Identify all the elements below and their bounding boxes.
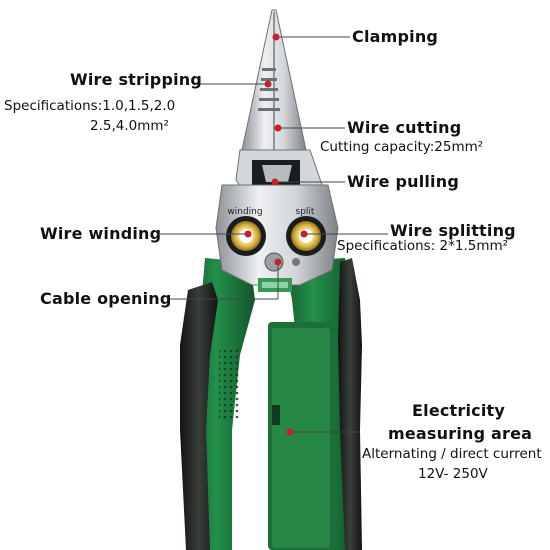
- label-cable-opening: Cable opening: [40, 289, 172, 308]
- marker-cable-opening: [274, 258, 282, 266]
- stripping-notches: [258, 68, 280, 111]
- spec-electricity-2: 12V- 250V: [418, 466, 488, 482]
- label-wire-stripping: Wire stripping: [70, 70, 203, 89]
- marker-stripping: [264, 80, 272, 88]
- marker-electricity: [286, 428, 294, 436]
- marker-pulling: [271, 178, 279, 186]
- callout-lines: [160, 36, 388, 433]
- voltage-tester-body: [268, 322, 334, 550]
- spec-wire-cutting: Cutting capacity:25mm²: [320, 139, 484, 155]
- spec-wire-stripping-1: Specifications:1.0,1.5,2.0: [4, 98, 176, 114]
- spec-electricity-1: Alternating / direct current: [362, 446, 542, 462]
- label-clamping: Clamping: [352, 27, 439, 46]
- callout-markers: [244, 33, 308, 436]
- winding-stamp: winding: [227, 207, 262, 217]
- label-wire-splitting: Wire splitting: [390, 221, 516, 240]
- spec-wire-splitting: Specifications: 2*1.5mm²: [337, 238, 509, 254]
- label-electricity-line1: Electricity: [412, 401, 506, 420]
- marker-winding: [244, 230, 252, 238]
- label-electricity-line2: measuring area: [388, 424, 533, 443]
- pliers-head: winding split: [215, 9, 339, 292]
- left-handle: [180, 258, 255, 550]
- split-stamp: split: [296, 207, 315, 217]
- marker-splitting: [300, 230, 308, 238]
- label-wire-cutting: Wire cutting: [347, 118, 462, 137]
- spec-wire-stripping-2: 2.5,4.0mm²: [90, 118, 169, 134]
- label-wire-winding: Wire winding: [40, 224, 162, 243]
- marker-clamping: [272, 33, 280, 41]
- label-wire-pulling: Wire pulling: [347, 172, 459, 191]
- marker-cutting: [274, 124, 282, 132]
